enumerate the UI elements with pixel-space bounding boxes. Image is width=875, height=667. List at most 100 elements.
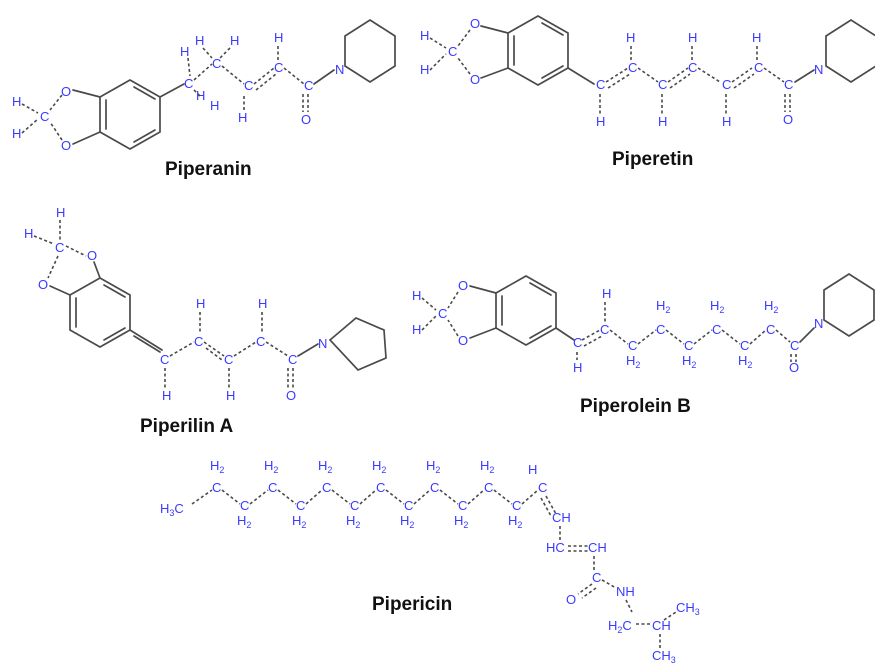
hydrogen-atom: H	[752, 30, 761, 45]
h2-group: H2	[508, 513, 522, 530]
hydrogen-atom: H	[12, 126, 21, 141]
hydrogen-atom: H	[230, 33, 239, 48]
h2-group: H2	[400, 513, 414, 530]
carbon-atom: C	[722, 77, 731, 92]
pipericin-structure: H3C C H2 C H2 C H2 C H2 C H2 C H2 C H2 C…	[160, 458, 700, 665]
carbon-atom: C	[296, 498, 305, 513]
h2-group: H2	[656, 298, 670, 315]
hydrogen-atom: H	[210, 98, 219, 113]
carbon-atom: C	[376, 480, 385, 495]
piperetin-structure: O O C H H C C C C C C C O N H H H H H	[420, 15, 875, 170]
hydrogen-atom: H	[196, 88, 205, 103]
hydrogen-atom: H	[162, 388, 171, 403]
carbon-atom: C	[404, 498, 413, 513]
ch3-group: CH3	[652, 648, 676, 665]
carbon-atom: C	[596, 77, 605, 92]
piperanin-structure: O O C H H C C C C C O N H H H H H H H	[12, 18, 396, 180]
ch-group: CH	[652, 618, 671, 633]
hydrogen-atom: H	[24, 226, 33, 241]
carbon-atom: C	[268, 480, 277, 495]
carbon-atom: C	[628, 338, 637, 353]
hydrogen-atom: H	[226, 388, 235, 403]
piperolein-b-structure: O O C H H C C H H C H2 C H2 C H2 C H2 C …	[412, 272, 875, 417]
piperidine-ring	[823, 272, 875, 338]
hydrogen-atom: H	[196, 296, 205, 311]
carbon-atom: C	[438, 306, 447, 321]
piperanin-label: Piperanin	[165, 159, 252, 180]
hydrogen-atom: H	[420, 28, 429, 43]
hydrogen-atom: H	[412, 288, 421, 303]
oxygen-atom: O	[789, 360, 799, 375]
h2c-group: H2C	[608, 618, 632, 635]
piperetin-label: Piperetin	[612, 149, 693, 170]
piperilin-a-structure: H H C O O C C C C C O N H H H H	[24, 205, 387, 437]
pyrrolidine-ring	[328, 317, 387, 372]
nh-group: NH	[616, 584, 635, 599]
carbon-atom: C	[350, 498, 359, 513]
carbon-atom: C	[592, 570, 601, 585]
nitrogen-atom: N	[814, 62, 823, 77]
hydrogen-atom: H	[195, 33, 204, 48]
nitrogen-atom: N	[335, 62, 344, 77]
oxygen-atom: O	[566, 592, 576, 607]
carbon-atom: C	[740, 338, 749, 353]
carbon-atom: C	[212, 480, 221, 495]
carbon-atom: C	[288, 352, 297, 367]
oxygen-atom: O	[783, 112, 793, 127]
nitrogen-atom: N	[318, 336, 327, 351]
piperidine-ring	[344, 18, 396, 84]
carbon-atom: C	[458, 498, 467, 513]
carbon-atom: C	[628, 60, 637, 75]
hydrogen-atom: H	[420, 62, 429, 77]
carbon-atom: C	[160, 352, 169, 367]
hydrogen-atom: H	[602, 286, 611, 301]
carbon-atom: C	[600, 322, 609, 337]
carbon-atom: C	[240, 498, 249, 513]
hydrogen-atom: H	[626, 30, 635, 45]
benzene-ring	[495, 275, 557, 346]
hydrogen-atom: H	[573, 360, 582, 375]
h2-group: H2	[210, 458, 224, 475]
carbon-atom: C	[790, 338, 799, 353]
carbon-atom: C	[684, 338, 693, 353]
carbon-atom: C	[322, 480, 331, 495]
carbon-atom: C	[184, 76, 193, 91]
h3c-group: H3C	[160, 501, 184, 518]
carbon-atom: C	[40, 109, 49, 124]
ch-group: CH	[588, 540, 607, 555]
hydrogen-atom: H	[238, 110, 247, 125]
carbon-atom: C	[448, 44, 457, 59]
carbon-atom: C	[688, 60, 697, 75]
hydrogen-atom: H	[658, 114, 667, 129]
benzene-ring	[507, 15, 569, 86]
benzene-ring	[99, 79, 161, 150]
piperidine-ring	[825, 18, 875, 84]
carbon-atom: C	[256, 334, 265, 349]
carbon-atom: C	[573, 335, 582, 350]
hydrogen-atom: H	[258, 296, 267, 311]
ch-group: CH	[552, 510, 571, 525]
nitrogen-atom: N	[814, 316, 823, 331]
carbon-atom: C	[754, 60, 763, 75]
h2-group: H2	[426, 458, 440, 475]
oxygen-atom: O	[458, 333, 468, 348]
oxygen-atom: O	[61, 138, 71, 153]
hydrogen-atom: H	[528, 462, 537, 477]
ch3-group: CH3	[676, 600, 700, 617]
carbon-atom: C	[55, 240, 64, 255]
oxygen-atom: O	[87, 248, 97, 263]
h2-group: H2	[454, 513, 468, 530]
hydrogen-atom: H	[688, 30, 697, 45]
carbon-atom: C	[194, 334, 203, 349]
h2-group: H2	[764, 298, 778, 315]
hydrogen-atom: H	[56, 205, 65, 220]
h2-group: H2	[480, 458, 494, 475]
carbon-atom: C	[712, 322, 721, 337]
carbon-atom: C	[430, 480, 439, 495]
oxygen-atom: O	[286, 388, 296, 403]
carbon-atom: C	[784, 77, 793, 92]
h2-group: H2	[372, 458, 386, 475]
carbon-atom: C	[212, 56, 221, 71]
oxygen-atom: O	[458, 278, 468, 293]
